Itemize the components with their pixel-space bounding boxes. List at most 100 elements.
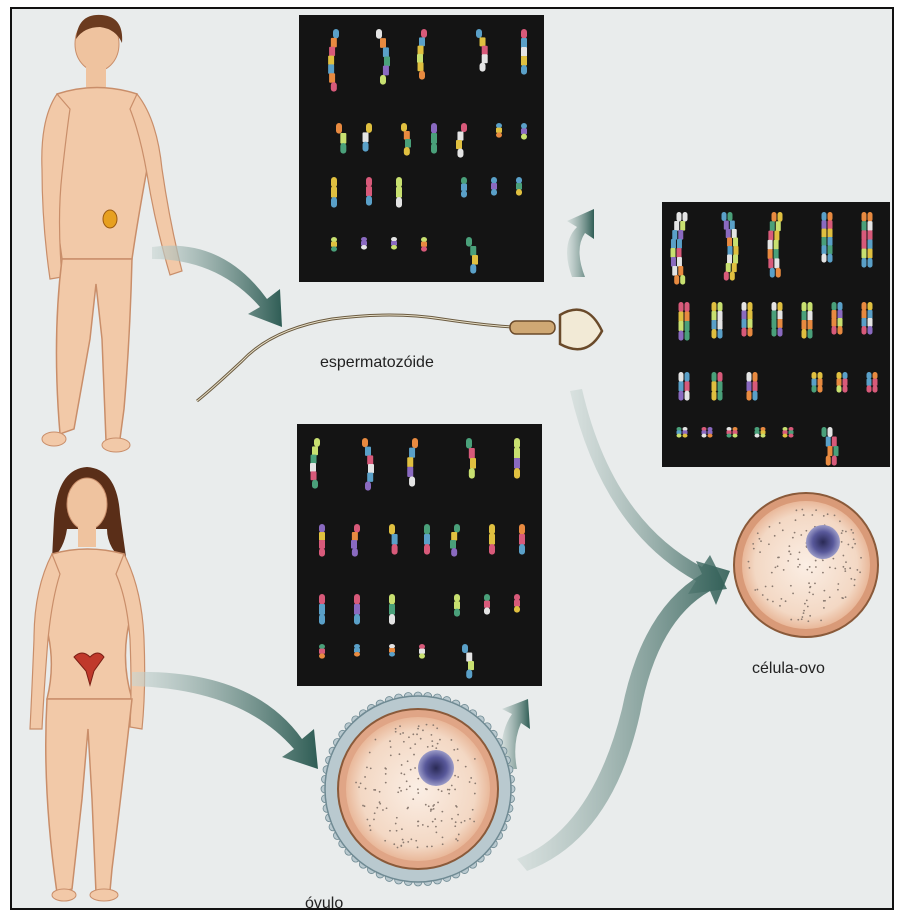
granule [369, 752, 371, 754]
granule [812, 594, 814, 596]
granule [432, 724, 434, 726]
granule [805, 530, 807, 532]
granule [810, 586, 812, 588]
granule [414, 767, 416, 769]
granule [815, 560, 817, 562]
granule [434, 818, 436, 820]
male-right-foot [102, 438, 130, 452]
chromosome [331, 237, 337, 252]
granule [400, 772, 402, 774]
sperm-to-karyotype-arrow [567, 209, 594, 277]
granule [792, 537, 794, 539]
granule [410, 769, 412, 771]
granule [437, 802, 439, 804]
granule [365, 788, 367, 790]
granule [393, 843, 395, 845]
granule [449, 789, 451, 791]
granule [797, 619, 799, 621]
granule [442, 843, 444, 845]
granule [795, 519, 797, 521]
male-figure [42, 15, 182, 452]
granule [422, 824, 424, 826]
granule [792, 593, 794, 595]
granule [375, 739, 377, 741]
granule [473, 821, 475, 823]
granule [428, 805, 430, 807]
granule [441, 811, 443, 813]
granule [417, 792, 419, 794]
granule [469, 781, 471, 783]
granule [811, 571, 813, 573]
female-legs [46, 699, 132, 893]
granule [807, 620, 809, 622]
chromosome [396, 177, 402, 208]
granule [431, 734, 433, 736]
female-right-foot [90, 889, 118, 901]
chromosome [319, 524, 325, 557]
granule [834, 567, 836, 569]
granule [439, 739, 441, 741]
granule [474, 793, 476, 795]
granule [432, 745, 434, 747]
male-legs [56, 259, 132, 441]
granule [397, 847, 399, 849]
granule [401, 828, 403, 830]
granule [364, 776, 366, 778]
male-to-sperm-arrow [152, 246, 282, 327]
granule [815, 509, 817, 511]
chromosome [319, 644, 325, 659]
granule [395, 823, 397, 825]
granule [775, 566, 777, 568]
granule [395, 731, 397, 733]
granule [373, 789, 375, 791]
granule [389, 740, 391, 742]
granule [777, 565, 779, 567]
granule [407, 760, 409, 762]
granule [469, 818, 471, 820]
female-to-ovum-arrow [132, 672, 318, 769]
granule [416, 733, 418, 735]
granule [790, 619, 792, 621]
granule [847, 544, 849, 546]
granule [370, 767, 372, 769]
granule [856, 569, 858, 571]
zygote-nucleus [806, 525, 840, 559]
granule [441, 790, 443, 792]
chromosome [484, 594, 490, 615]
granule [438, 789, 440, 791]
granule [823, 590, 825, 592]
granule [397, 791, 399, 793]
granule [390, 754, 392, 756]
granule [852, 532, 854, 534]
chromosome [421, 237, 427, 252]
granule [458, 834, 460, 836]
chromosome [391, 237, 397, 250]
egg-label: óvulo [305, 895, 343, 913]
granule [406, 780, 408, 782]
granule [804, 603, 806, 605]
granule [457, 748, 459, 750]
granule [790, 585, 792, 587]
granule [768, 543, 770, 545]
granule [414, 743, 416, 745]
granule [455, 838, 457, 840]
granule [790, 553, 792, 555]
granule [431, 740, 433, 742]
zygote-cell [734, 493, 878, 637]
granule [787, 560, 789, 562]
granule [447, 789, 449, 791]
granule [842, 530, 844, 532]
granule [834, 514, 836, 516]
granule [837, 589, 839, 591]
granule [853, 538, 855, 540]
granule [800, 534, 802, 536]
granule [797, 558, 799, 560]
chromosome [354, 594, 360, 625]
granule [841, 541, 843, 543]
granule [385, 782, 387, 784]
granule [807, 606, 809, 608]
granule [852, 547, 854, 549]
granule [801, 618, 803, 620]
granule [767, 599, 769, 601]
zygote-cytoplasm [742, 501, 870, 629]
